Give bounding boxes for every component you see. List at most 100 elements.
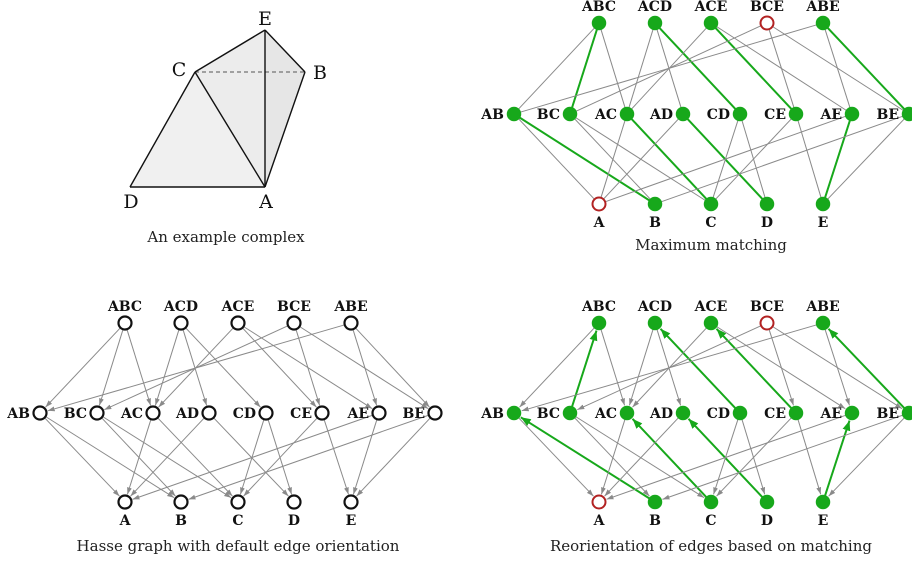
edge-acd-cd — [185, 327, 261, 408]
edge-abc-ac — [600, 29, 626, 108]
edge-abc-ab — [519, 327, 595, 408]
node-label-b: B — [649, 215, 661, 231]
edge-ab-a — [44, 417, 120, 497]
node-label-bce: BCE — [750, 299, 784, 315]
edge-bc-b — [101, 417, 176, 497]
node-acd — [173, 315, 189, 331]
node-label-a: A — [593, 513, 606, 529]
edge-ce-c — [716, 417, 792, 497]
node-label-ab: AB — [6, 406, 30, 422]
edge-abe-be — [826, 27, 906, 110]
edge-acd-cd — [659, 328, 737, 409]
node-label-a: A — [119, 513, 132, 529]
edge-ce-c — [715, 118, 792, 200]
node-b — [647, 196, 663, 212]
node-abc — [591, 315, 607, 331]
node-label-b: B — [649, 513, 661, 529]
node-e — [815, 196, 831, 212]
node-label-abe: ABE — [333, 299, 367, 315]
edge-acd-ac — [628, 329, 654, 406]
node-bc — [562, 405, 578, 421]
node-be — [901, 106, 912, 122]
edge-ce — [194, 29, 266, 73]
node-label-ae: AE — [819, 107, 842, 123]
edge-ab-b — [518, 116, 651, 202]
node-label-e: E — [818, 513, 829, 529]
edge-be-b — [660, 115, 904, 203]
node-ae — [371, 405, 387, 421]
node-c — [703, 196, 719, 212]
node-label-cd: CD — [707, 406, 730, 422]
edge-abc-ac — [600, 329, 626, 406]
complex-label-d: D — [123, 191, 138, 213]
node-label-ad: AD — [175, 406, 199, 422]
node-bce — [286, 315, 302, 331]
edge-abe-ab — [47, 324, 345, 412]
node-d — [759, 196, 775, 212]
edge-ace-ce — [242, 327, 317, 408]
node-label-ace: ACE — [221, 299, 255, 315]
edge-be-e — [828, 417, 905, 497]
node-ac — [145, 405, 161, 421]
node-label-ace: ACE — [694, 0, 728, 15]
edge-bce-ce — [768, 329, 794, 406]
node-ab — [506, 106, 522, 122]
node-label-acd: ACD — [163, 299, 198, 315]
edge-ace-ce — [714, 27, 793, 110]
edge-ce-c — [243, 417, 318, 497]
node-label-cd: CD — [233, 406, 256, 422]
edge-ae-a — [132, 414, 374, 500]
node-label-ce: CE — [764, 107, 786, 123]
edge-bc-c — [575, 416, 705, 499]
edge-bce-ce — [295, 329, 321, 406]
node-ace — [703, 315, 719, 331]
node-label-abe: ABE — [805, 0, 839, 15]
node-b — [173, 494, 189, 510]
edge-ac-a — [600, 120, 626, 198]
caption-matching: Maximum matching — [635, 236, 787, 254]
node-label-abc: ABC — [107, 299, 142, 315]
node-ac — [619, 106, 635, 122]
edge-abc-bc — [571, 28, 598, 109]
edge-acd-cd — [658, 27, 737, 110]
node-label-abc: ABC — [581, 0, 616, 15]
node-acd — [647, 315, 663, 331]
node-ae — [844, 405, 860, 421]
node-bc — [89, 405, 105, 421]
node-a — [117, 494, 133, 510]
edge-abc-ab — [518, 27, 595, 110]
node-label-be: BE — [876, 107, 899, 123]
edge-ad-a — [604, 417, 679, 497]
node-label-ce: CE — [290, 406, 312, 422]
node-label-d: D — [288, 513, 300, 529]
edge-abc-bc — [98, 329, 124, 406]
node-label-ace: ACE — [694, 299, 728, 315]
node-label-d: D — [761, 215, 773, 231]
node-d — [759, 494, 775, 510]
node-label-ab: AB — [480, 406, 504, 422]
node-ac — [619, 405, 635, 421]
edge-ab-b — [520, 416, 651, 500]
node-ce — [788, 405, 804, 421]
node-e — [815, 494, 831, 510]
edge-be-e — [356, 417, 431, 497]
triangle-acd — [130, 72, 265, 187]
edge-be-b — [188, 414, 430, 500]
node-label-bce: BCE — [750, 0, 784, 15]
node-ad — [201, 405, 217, 421]
edge-ac-a — [126, 419, 152, 495]
node-b — [647, 494, 663, 510]
node-cd — [732, 405, 748, 421]
edge-abc-ac — [126, 329, 152, 406]
triangle-ace — [195, 30, 265, 187]
node-abc — [117, 315, 133, 331]
node-label-ae: AE — [819, 406, 842, 422]
edge-abe-ae — [352, 329, 378, 406]
node-bc — [562, 106, 578, 122]
